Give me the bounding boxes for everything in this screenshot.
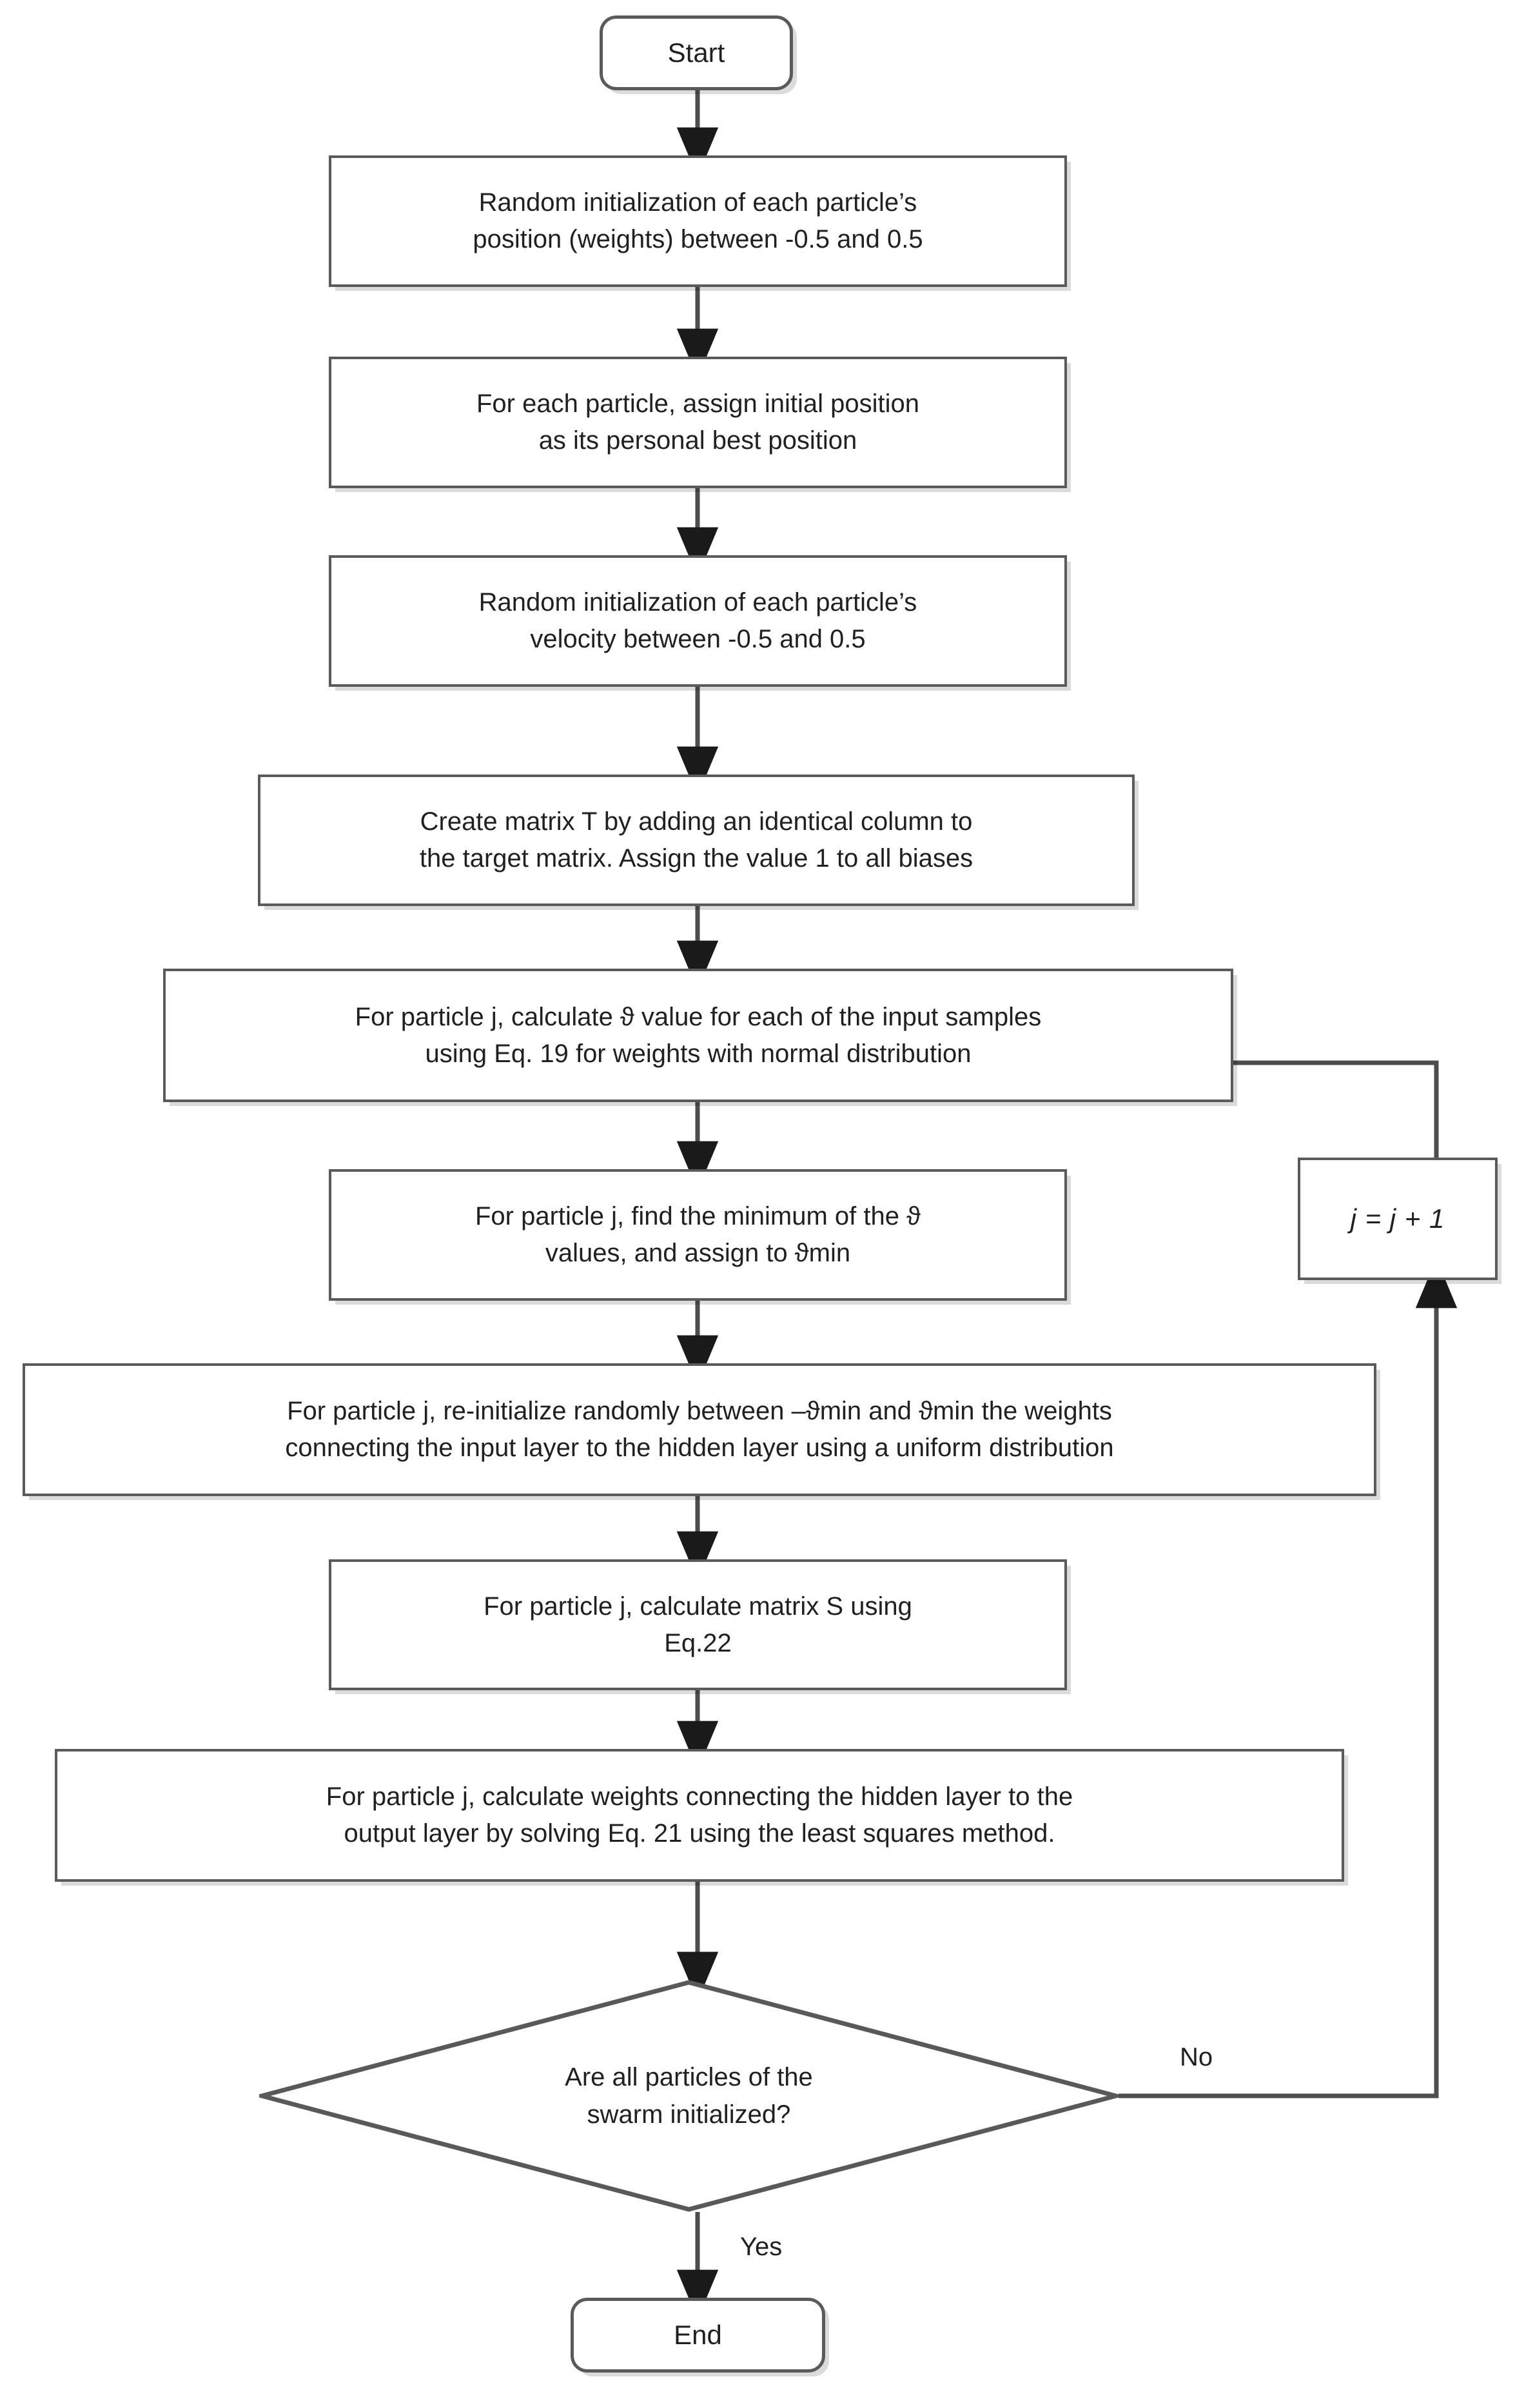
node-calculate-output-weights[interactable]: For particle j, calculate weights connec… (55, 1749, 1344, 1882)
node-increment-j[interactable]: j = j + 1 (1298, 1158, 1498, 1280)
node-find-theta-min-label: For particle j, find the minimum of the … (474, 1202, 921, 1267)
node-reinitialize-weights[interactable]: For particle j, re-initialize randomly b… (23, 1363, 1376, 1496)
node-calculate-output-weights-label: For particle j, calculate weights connec… (326, 1782, 1073, 1848)
node-assign-personal-best-label: For each particle, assign initial positi… (476, 390, 919, 455)
node-decision-label: Are all particles of the swarm initializ… (565, 2063, 813, 2129)
node-random-init-position[interactable]: Random initialization of each particle’s… (329, 155, 1067, 287)
node-calculate-matrix-s-label: For particle j, calculate matrix S using… (484, 1592, 912, 1657)
node-increment-j-label: j = j + 1 (1350, 1203, 1445, 1234)
edge-label-no: No (1180, 2043, 1213, 2071)
node-calculate-theta-label: For particle j, calculate ϑ value for ea… (355, 1002, 1042, 1068)
decision-diamond-shape (259, 1980, 1119, 2212)
node-decision-all-initialized[interactable]: Are all particles of the swarm initializ… (259, 1980, 1119, 2212)
node-end[interactable]: End (571, 2298, 825, 2373)
node-random-init-velocity[interactable]: Random initialization of each particle’s… (329, 555, 1067, 687)
node-random-init-velocity-label: Random initialization of each particle’s… (478, 588, 917, 653)
node-calculate-matrix-s[interactable]: For particle j, calculate matrix S using… (329, 1559, 1067, 1690)
node-calculate-theta[interactable]: For particle j, calculate ϑ value for ea… (163, 969, 1233, 1102)
node-start-label: Start (667, 37, 725, 68)
node-end-label: End (674, 2320, 722, 2351)
node-assign-personal-best[interactable]: For each particle, assign initial positi… (329, 357, 1067, 488)
node-start[interactable]: Start (600, 15, 793, 90)
node-random-init-position-label: Random initialization of each particle’s… (473, 188, 923, 253)
node-create-matrix-t[interactable]: Create matrix T by adding an identical c… (258, 775, 1135, 906)
edge-label-yes: Yes (740, 2233, 783, 2261)
node-find-theta-min[interactable]: For particle j, find the minimum of the … (329, 1169, 1067, 1301)
node-reinitialize-weights-label: For particle j, re-initialize randomly b… (285, 1397, 1114, 1462)
node-create-matrix-t-label: Create matrix T by adding an identical c… (419, 807, 973, 873)
